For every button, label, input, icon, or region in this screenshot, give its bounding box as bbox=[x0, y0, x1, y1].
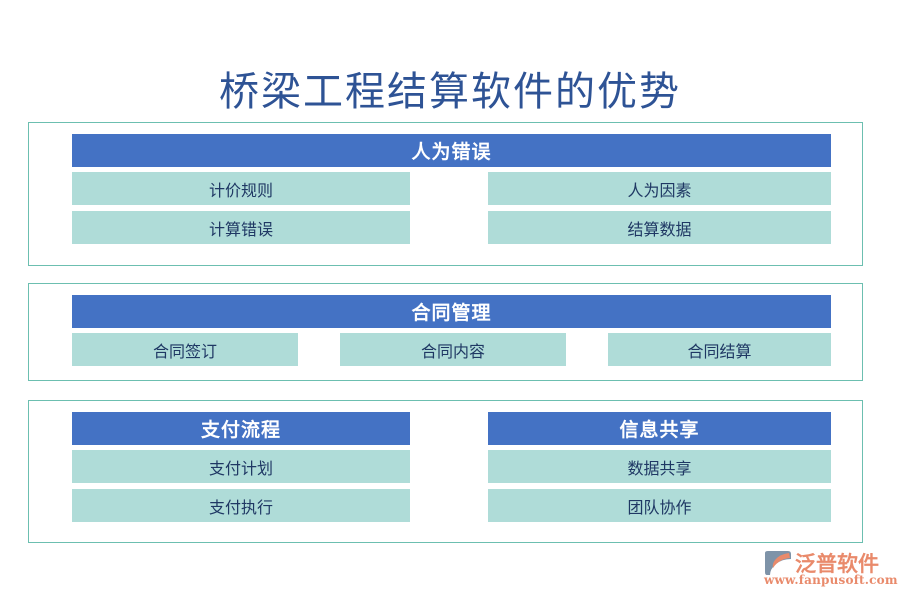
section-contract-management: 合同管理 合同签订 合同内容 合同结算 bbox=[28, 283, 863, 381]
section-human-error: 人为错误 计价规则 人为因素 计算错误 结算数据 bbox=[28, 122, 863, 266]
section-header-payment-process: 支付流程 bbox=[72, 412, 410, 445]
section-header-human-error: 人为错误 bbox=[72, 134, 831, 167]
item-box[interactable]: 计算错误 bbox=[72, 211, 410, 244]
item-box[interactable]: 团队协作 bbox=[488, 489, 831, 522]
page-title: 桥梁工程结算软件的优势 bbox=[219, 69, 681, 115]
item-box[interactable]: 人为因素 bbox=[488, 172, 831, 205]
brand-logo: 泛普软件 www.fanpusoft.com bbox=[762, 548, 898, 590]
item-box[interactable]: 支付执行 bbox=[72, 489, 410, 522]
item-box[interactable]: 数据共享 bbox=[488, 450, 831, 483]
item-box[interactable]: 计价规则 bbox=[72, 172, 410, 205]
item-box[interactable]: 合同结算 bbox=[608, 333, 831, 366]
item-box[interactable]: 合同签订 bbox=[72, 333, 298, 366]
section-header-contract-management: 合同管理 bbox=[72, 295, 831, 328]
section-header-information-sharing: 信息共享 bbox=[488, 412, 831, 445]
fanpu-logo-icon bbox=[762, 550, 792, 576]
item-box[interactable]: 支付计划 bbox=[72, 450, 410, 483]
logo-url-text: www.fanpusoft.com bbox=[764, 573, 898, 587]
section-payment-and-sharing: 支付流程 支付计划 支付执行 信息共享 数据共享 团队协作 bbox=[28, 400, 863, 543]
item-box[interactable]: 合同内容 bbox=[340, 333, 566, 366]
logo-brand-text: 泛普软件 bbox=[795, 552, 879, 576]
item-box[interactable]: 结算数据 bbox=[488, 211, 831, 244]
